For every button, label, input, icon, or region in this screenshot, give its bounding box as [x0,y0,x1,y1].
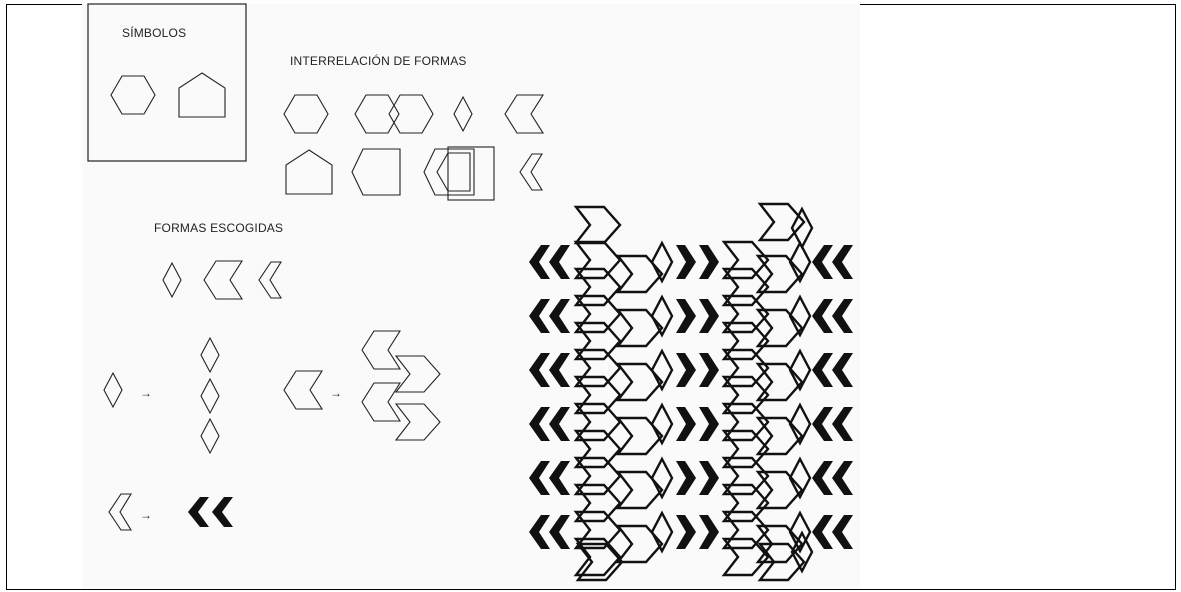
pattern-black-chevron [529,245,550,279]
pattern-black-chevron [812,299,833,333]
pattern-chevron [576,296,620,332]
pattern-chevron [576,377,620,413]
arrow-icon: → [140,508,152,522]
pattern-black-chevron [529,515,550,549]
interrelacion-panel: INTERRELACIÓN DE FORMAS [284,53,543,200]
pattern-black-chevron [699,353,719,387]
pattern-black-chevron [699,245,719,279]
chevron-result-1 [362,331,400,369]
pattern-chevron [576,350,620,386]
pattern-black-chevron [676,407,696,441]
black-chevron-1 [188,497,209,527]
pattern-black-chevron [549,407,570,441]
interrelacion-title: INTERRELACIÓN DE FORMAS [290,53,467,68]
pattern-black-chevron [549,299,570,333]
chevron-outline-source [109,494,131,530]
pattern-black-chevron [812,515,833,549]
diamond-result-1 [201,338,219,372]
diamond-result-2 [201,379,219,413]
hexagon-symbol [111,76,155,114]
black-chevron-2 [212,497,233,527]
pattern-black-chevron [676,299,696,333]
pattern-black-chevron [529,407,550,441]
pentagon-overlap-front [437,153,470,191]
diamond-transformation: → [104,338,219,453]
chevron-result-3 [396,356,440,392]
pattern-chevron [760,204,804,240]
diamond-source [104,373,122,407]
pattern-black-chevron [676,515,696,549]
pattern-chevron [576,207,620,243]
pentagon-overlap-back [424,149,474,195]
pattern-chevron [576,485,620,521]
pattern-chevron [618,364,662,400]
pattern-black-chevron [549,353,570,387]
pentagon-shape [286,150,332,194]
pattern-black-chevron [529,461,550,495]
pattern-black-chevron [812,407,833,441]
pentagon-rotated-shape [352,149,400,195]
pattern-black-chevron [529,299,550,333]
simbolos-panel: SÍMBOLOS [88,4,246,161]
chevron-result-2 [362,383,400,421]
arrow-icon: → [330,386,342,400]
pattern-black-chevron [832,407,853,441]
pattern-black-chevron [699,299,719,333]
chevron-shape [505,95,543,133]
pattern-black-chevron [832,461,853,495]
escogidas-title: FORMAS ESCOGIDAS [154,221,283,235]
diamond-shape [454,97,472,131]
pattern-black-chevron [832,245,853,279]
pattern-chevron [618,472,662,508]
final-pattern [529,204,853,580]
escogidas-panel: FORMAS ESCOGIDAS [154,221,283,299]
pattern-black-chevron [529,353,550,387]
chevron-small-shape [520,154,542,190]
pattern-chevron [576,404,620,440]
pattern-black-chevron [549,461,570,495]
pattern-black-chevron [676,461,696,495]
pattern-chevron [576,512,620,548]
pattern-black-chevron [812,245,833,279]
square-overlap [448,147,494,200]
arrow-icon: → [140,386,152,400]
pattern-black-chevron [676,353,696,387]
pattern-chevron [618,418,662,454]
pattern-chevron [576,431,620,467]
pattern-chevron [618,526,662,562]
pattern-black-chevron [699,407,719,441]
hexagon-overlap-left [355,95,399,133]
pattern-black-chevron [812,353,833,387]
chevron-fill-transformation: → [109,494,233,530]
pattern-black-chevron [676,245,696,279]
pattern-black-chevron [699,461,719,495]
pattern-black-chevron [832,299,853,333]
pattern-black-chevron [699,515,719,549]
pattern-black-chevron [549,245,570,279]
hexagon-shape [284,95,328,133]
pattern-diamond [792,209,812,247]
hexagon-overlap-right [389,95,433,133]
pattern-chevron [576,323,620,359]
chevron-source [284,371,322,409]
pattern-black-chevron [812,461,833,495]
chosen-chevron-small [259,262,281,298]
simbolos-title: SÍMBOLOS [122,25,186,40]
pattern-black-chevron [832,353,853,387]
pattern-chevron [618,310,662,346]
chevron-result-4 [396,404,440,440]
chevron-transformation: → [284,331,440,440]
chosen-diamond [163,263,181,297]
chosen-chevron [204,261,242,299]
pattern-black-chevron [832,515,853,549]
pentagon-symbol [179,73,225,117]
diamond-result-3 [201,419,219,453]
pattern-black-chevron [549,515,570,549]
pattern-chevron [618,256,662,292]
pattern-chevron [576,458,620,494]
pattern-chevron [576,242,620,278]
pattern-chevron [576,269,620,305]
